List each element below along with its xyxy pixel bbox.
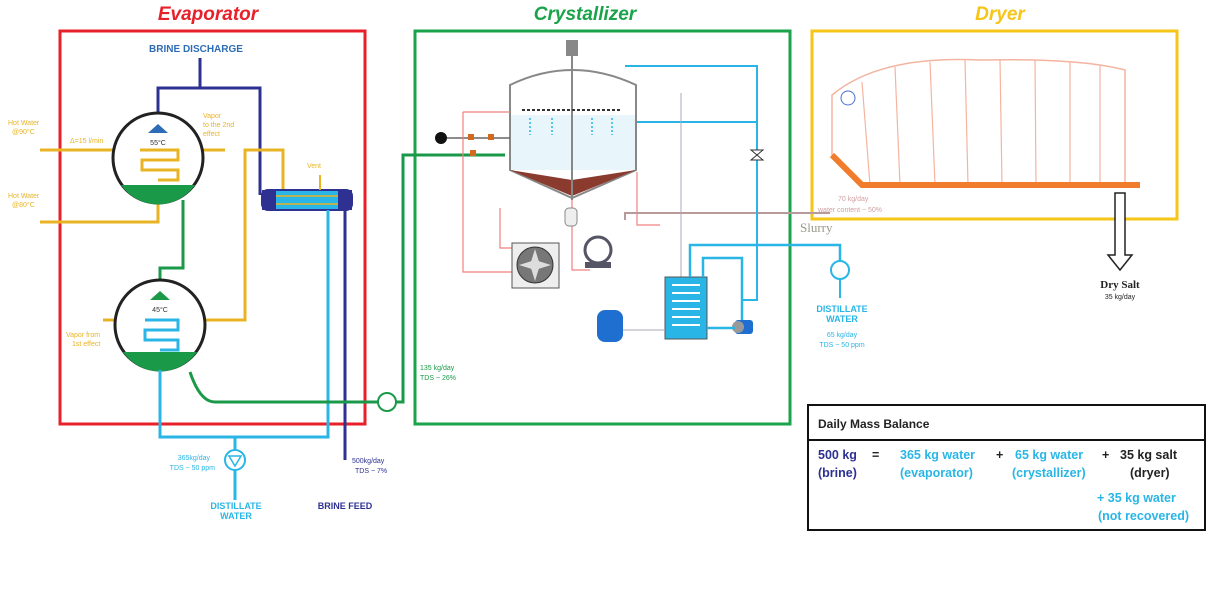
mb-equals: = [872,448,879,462]
crystallizer-distillate-flow-2: TDS ~ 50 ppm [819,342,864,349]
valve-icon [749,149,765,161]
crystallizer-distillate-flow-1: 65 kg/day [827,332,858,339]
hot-water-in-label-1: Hot Water [8,120,40,127]
mb-salt-1: 35 kg salt [1120,448,1178,462]
evaporator-title: Evaporator [158,4,260,25]
effect-1-temp: 55°C [150,139,166,147]
vapor-to-2nd-label-2: to the 2nd [203,122,234,129]
mb-plus-1: + [996,448,1003,462]
crystallizer-distillate-label-1: DISTILLATE [816,304,867,314]
concentrate-flow-2: TDS ~ 26% [420,375,456,382]
concentrate-pipe [188,153,505,404]
vacuum-pump-icon [583,235,613,268]
brine-discharge-label: BRINE DISCHARGE [149,44,243,55]
vapor-from-1st-label-1: Vapor from [66,332,100,339]
slurry-label: Slurry [800,220,833,235]
circulation-pump-icon [732,320,753,334]
brine-feed-flow-2: TDS ~ 7% [355,468,387,475]
crystallizer-title: Crystallizer [534,4,638,25]
brine-feed-label: BRINE FEED [318,501,373,511]
dryer-slurry-flow-2: water content ~ 50% [817,207,882,214]
mb-cryst-2: (crystallizer) [1012,466,1086,480]
greenhouse-dryer [829,58,1140,188]
distillate-flow-1: 365kg/day [178,455,211,462]
hot-water-in-label-2: @90°C [12,128,35,136]
mb-cryst-1: 65 kg water [1015,448,1083,462]
mb-brine-2: (brine) [818,466,857,480]
condenser [261,189,353,211]
distillate-flow-2: TDS ~ 50 ppm [170,465,215,472]
dryer-slurry-flow-1: 70 kg/day [838,196,869,203]
flow-rate-label: Δ=15 l/min [70,138,103,145]
brine-feed-flow-1: 500kg/day [352,458,385,465]
vapor-to-2nd-label-3: effect [203,131,220,138]
effect-2-temp: 45°C [152,306,168,314]
mb-evap-1: 365 kg water [900,448,975,462]
crystallizer-distillate-pump-icon [830,260,850,280]
mb-evap-2: (evaporator) [900,466,973,480]
distillate-label-2: WATER [220,511,252,521]
crystallizer-distillate-pipe [688,243,842,330]
crystallizer-vessel [509,40,637,200]
concentrate-link-pipe [158,200,185,285]
brine-discharge-pipe [156,58,262,195]
evaporator-effect-2 [113,278,207,372]
distillate-return-pipe [625,65,758,301]
vent-label: Vent [307,163,321,170]
mb-loss-1: + 35 kg water [1097,491,1176,505]
dryer-title: Dryer [975,4,1026,25]
crystallizer-box [413,29,792,426]
dry-salt-arrow [1106,192,1134,272]
mb-plus-2: + [1102,448,1109,462]
evaporator-box [58,29,367,426]
distillate-pump-icon [224,449,246,471]
water-tank-icon [597,310,623,342]
feed-pump-icon [435,132,447,144]
distillate-label-1: DISTILLATE [210,501,261,511]
separator-icon [564,207,578,227]
cooling-coil-tank [664,276,708,340]
mb-loss-2: (not recovered) [1098,509,1189,523]
slurry-pipe [624,212,830,220]
mass-balance-title: Daily Mass Balance [818,417,930,431]
crystallizer-distillate-label-2: WATER [826,314,858,324]
concentrate-pump-icon [377,392,397,412]
concentrate-flow-1: 135 kg/day [420,365,455,372]
mass-balance-table [807,404,1206,531]
mb-salt-2: (dryer) [1130,466,1170,480]
dry-salt-flow: 35 kg/day [1105,294,1136,301]
vapor-from-1st-label-2: 1st effect [72,341,100,348]
hot-water-out-label-1: Hot Water [8,193,40,200]
vapor-to-2nd-label-1: Vapor [203,113,222,120]
mb-brine-1: 500 kg [818,448,857,462]
hot-water-out-label-2: @80°C [12,201,35,209]
dryer-box [810,29,1179,221]
evaporator-effect-1 [111,111,205,205]
condenser-fan-icon [511,242,560,289]
cooling-loop-pipe [462,111,660,273]
dry-salt-label: Dry Salt [1100,279,1140,291]
